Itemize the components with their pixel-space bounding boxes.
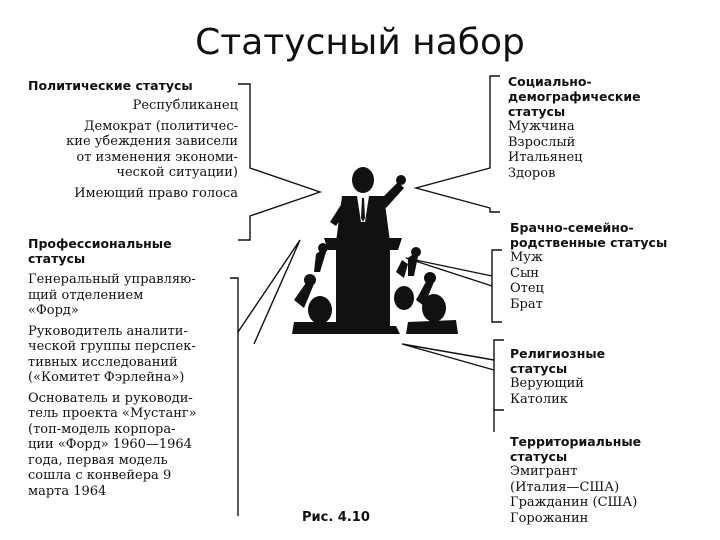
socio-demographic-statuses: Социально- демографические статусы Мужчи… bbox=[508, 74, 680, 181]
status-general-manager: Генеральный управляю- щий отделением «Фо… bbox=[28, 272, 196, 318]
professional-pointer bbox=[237, 239, 301, 345]
professional-statuses: Профессиональные статусы Генеральный упр… bbox=[28, 236, 234, 499]
status-healthy: Здоров bbox=[508, 165, 556, 181]
status-republican: Республиканец bbox=[132, 98, 238, 113]
religious-bracket bbox=[493, 339, 504, 411]
status-democrat: Демократ (политичес- кие убеждения завис… bbox=[66, 118, 238, 181]
status-adult: Взрослый bbox=[508, 134, 576, 150]
status-city-dweller: Горожанин bbox=[510, 510, 589, 526]
slide-title: Статусный набор bbox=[195, 22, 525, 63]
status-italy-usa: (Италия—США) bbox=[510, 479, 620, 495]
connector-and-illustration-layer bbox=[230, 75, 504, 516]
status-italian: Итальянец bbox=[508, 150, 583, 165]
family-pointer bbox=[405, 257, 493, 287]
professional-bracket bbox=[230, 277, 239, 516]
political-statuses: Политические статусы Республиканец Демок… bbox=[28, 78, 238, 201]
status-son: Сын bbox=[510, 265, 539, 281]
status-mustang-founder: Основатель и руководи- тель проекта «Мус… bbox=[28, 390, 197, 499]
figure-caption: Рис. 4.10 bbox=[302, 510, 370, 525]
status-man: Мужчина bbox=[508, 119, 575, 134]
status-catholic: Католик bbox=[510, 391, 568, 407]
political-bracket bbox=[238, 83, 323, 241]
status-voter: Имеющий право голоса bbox=[74, 185, 238, 201]
political-header: Политические статусы bbox=[28, 78, 193, 93]
religious-pointer bbox=[401, 343, 495, 371]
status-set-figure: Политические статусы Республиканец Демок… bbox=[24, 72, 680, 540]
territorial-statuses: Территориальные статусы Эмигрант (Италия… bbox=[510, 434, 680, 526]
status-emigrant: Эмигрант bbox=[510, 464, 578, 479]
family-statuses: Брачно-семейно- родственные статусы Муж … bbox=[510, 220, 680, 312]
status-citizen: Гражданин (США) bbox=[510, 495, 638, 510]
religious-statuses: Религиозные статусы Верующий Католик bbox=[510, 346, 680, 407]
status-father: Отец bbox=[510, 281, 544, 296]
status-brother: Брат bbox=[510, 296, 543, 312]
family-bracket bbox=[491, 249, 502, 323]
status-believer: Верующий bbox=[510, 376, 584, 391]
status-husband: Муж bbox=[510, 250, 543, 265]
socio-bracket bbox=[413, 75, 500, 213]
speaker-illustration bbox=[292, 167, 458, 334]
status-analyst-head: Руководитель аналити- ческой группы перс… bbox=[28, 323, 196, 386]
